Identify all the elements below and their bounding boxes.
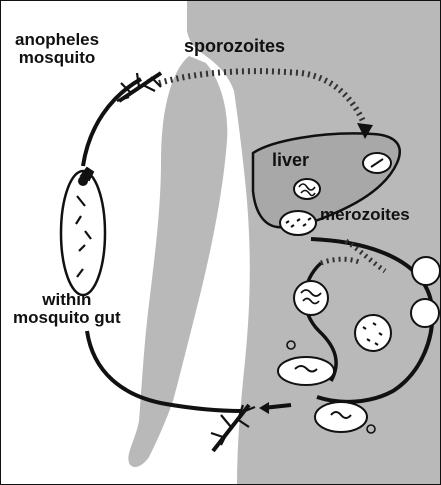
label-liver: liver [272,151,309,170]
mosquito-gut-oocyst [61,171,105,295]
label-merozoites: merozoites [320,206,410,224]
red-blood-cell-rings [355,315,391,351]
label-line: anopheles [15,31,99,49]
mosquito-top-icon [117,73,161,101]
gametocyte-cell [278,357,334,385]
label-line: mosquito gut [13,309,121,327]
label-within-mosquito-gut: within mosquito gut [13,291,121,327]
liver-cell-merozoites [280,211,316,235]
red-blood-cell-schizont [294,281,328,315]
label-line: mosquito [15,49,99,67]
label-sporozoites: sporozoites [184,37,285,56]
liver-schizont [294,179,320,199]
red-blood-cell [411,299,439,327]
red-blood-cell [412,257,440,285]
gametocyte-cell [315,402,367,432]
label-line: within [13,291,121,309]
label-anopheles-mosquito: anopheles mosquito [15,31,99,67]
